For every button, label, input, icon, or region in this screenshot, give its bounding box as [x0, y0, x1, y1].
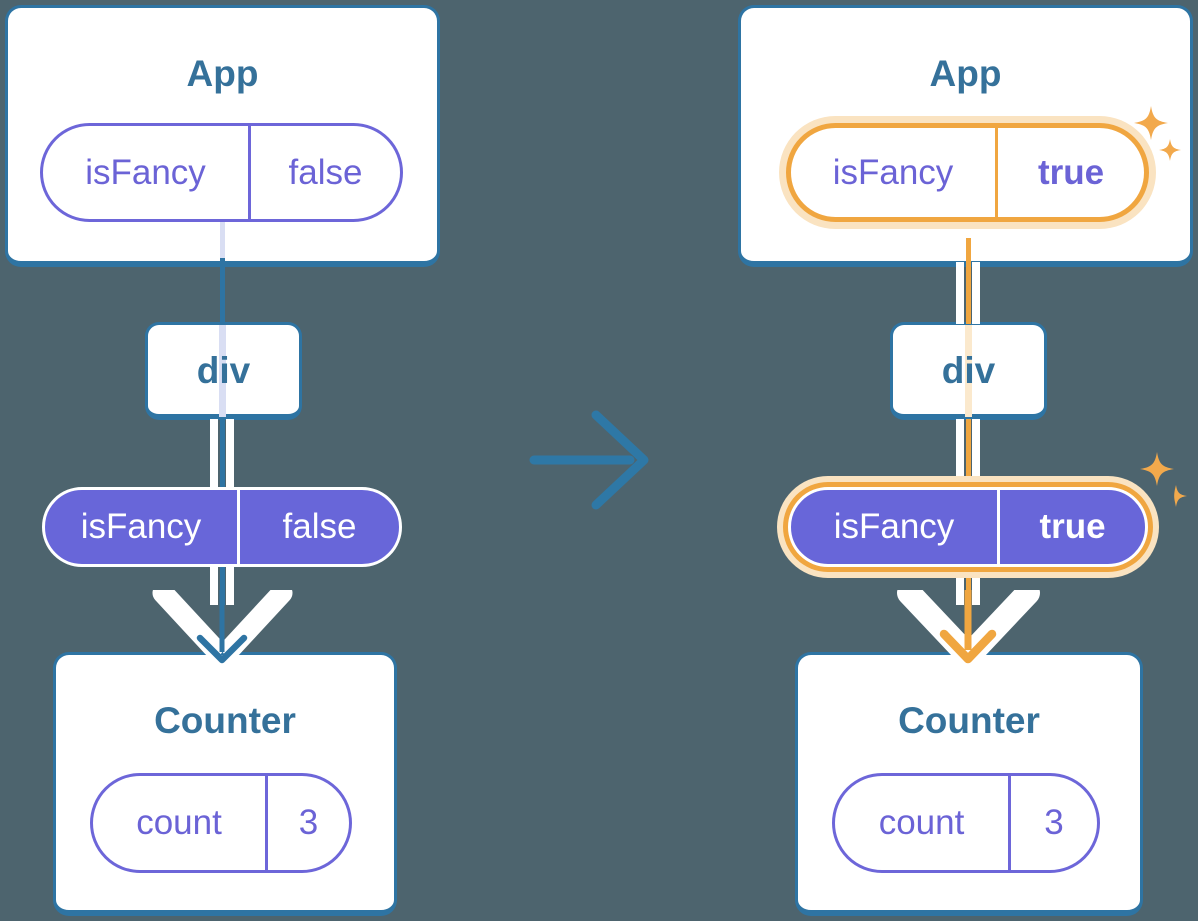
right-div-title-layer: div: [890, 322, 1047, 420]
connector-white-stripe: [210, 419, 218, 487]
connector-white-stripe: [226, 419, 234, 487]
prop-value: false: [288, 152, 363, 192]
prop-value: true: [1037, 152, 1105, 192]
sparkles-icon: [1140, 452, 1187, 507]
down-arrow-icon: [152, 590, 293, 664]
prop-label: isFancy: [833, 507, 955, 546]
pill-divider: [997, 490, 1000, 564]
left-div-title: div: [196, 350, 251, 391]
pill-divider: [1008, 776, 1011, 870]
right-app-title: App: [929, 53, 1002, 94]
state-label: count: [878, 803, 965, 842]
pill-divider: [265, 776, 268, 870]
connector-white-stripe: [210, 567, 218, 605]
left-app-title: App: [186, 53, 259, 94]
left-app-div-edge: [219, 258, 225, 324]
right-passed-prop-pill: isFancy true: [788, 487, 1148, 567]
connector-white-stripe: [226, 567, 234, 605]
right-app-prop-pill: isFancy true: [786, 123, 1149, 222]
prop-label: isFancy: [85, 152, 206, 192]
state-value: 3: [1044, 803, 1064, 842]
connector-white-stripe: [972, 262, 980, 324]
pill-divider: [237, 490, 240, 564]
state-label: count: [136, 803, 222, 842]
right-app-prop-line: [965, 238, 971, 264]
connector-center-line: [965, 567, 971, 605]
down-arrow-icon: [897, 590, 1040, 664]
connector-center-line: [219, 567, 225, 605]
pill-divider: [995, 128, 998, 217]
right-counter-title: Counter: [898, 700, 1040, 741]
left-div-title-layer: div: [145, 322, 302, 420]
right-counter-state-pill: count 3: [832, 773, 1100, 873]
sparkles-icon: [1134, 106, 1181, 161]
prop-label: isFancy: [832, 152, 954, 192]
left-app-prop-line: [219, 222, 225, 260]
connector-white-stripe: [956, 262, 964, 324]
arrow-right-icon: [529, 410, 649, 510]
prop-label: isFancy: [80, 507, 202, 546]
connector-white-stripe: [972, 419, 980, 487]
prop-value: false: [282, 507, 357, 546]
left-div-pass-line: [218, 325, 226, 417]
left-div-pill-connector: [210, 419, 234, 487]
connector-white-stripe: [972, 567, 980, 605]
right-div-pill-connector: [956, 419, 980, 487]
connector-center-line: [965, 262, 971, 324]
right-div-pass-line: [964, 325, 972, 417]
state-value: 3: [298, 803, 319, 842]
right-pill-counter-connector: [956, 567, 980, 605]
left-counter-state-pill: count 3: [90, 773, 352, 873]
right-app-div-connector: [956, 262, 980, 324]
connector-white-stripe: [956, 419, 964, 487]
left-passed-prop-pill: isFancy false: [42, 487, 402, 567]
right-div-title: div: [941, 350, 996, 391]
left-app-prop-pill: isFancy false: [40, 123, 403, 222]
prop-value: true: [1039, 507, 1106, 546]
pill-divider: [248, 126, 251, 219]
connector-center-line: [219, 419, 225, 487]
connector-white-stripe: [956, 567, 964, 605]
connector-center-line: [965, 419, 971, 487]
left-pill-counter-connector: [210, 567, 234, 605]
left-counter-title: Counter: [154, 700, 296, 741]
